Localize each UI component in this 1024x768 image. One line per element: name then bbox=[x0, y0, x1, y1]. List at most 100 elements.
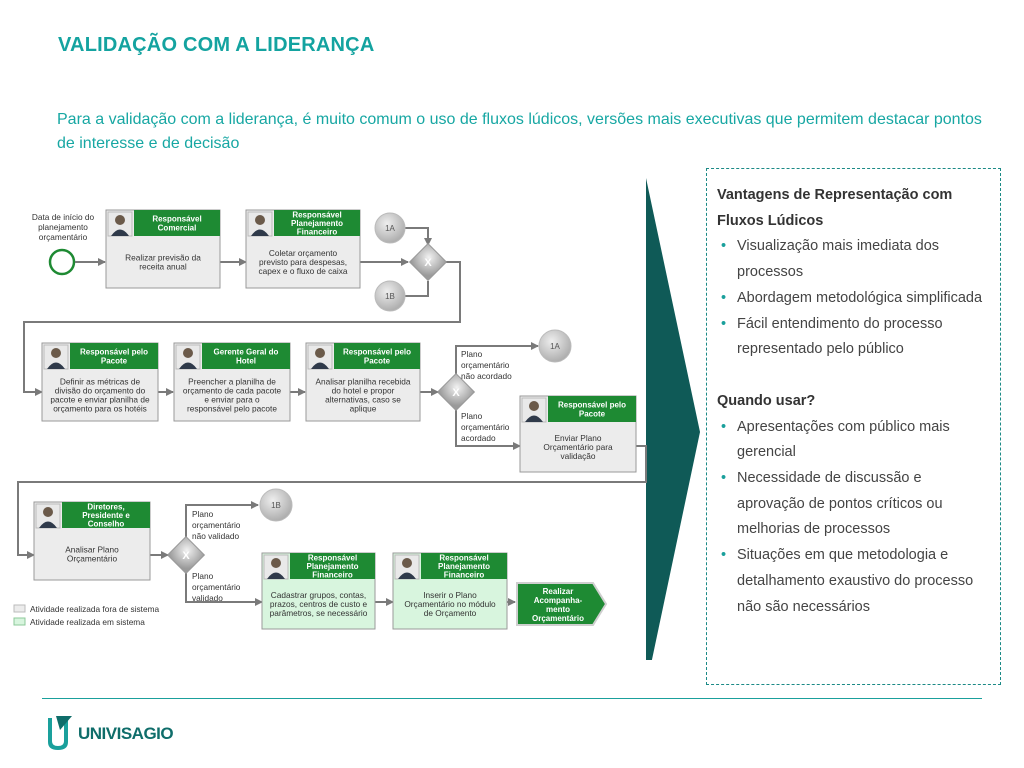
task-label: Cadastrar grupos, contas, bbox=[271, 590, 366, 600]
task-label: validação bbox=[560, 451, 595, 461]
person-icon bbox=[263, 554, 289, 580]
connector-1b-bottom: 1B bbox=[259, 488, 293, 522]
person-icon bbox=[43, 344, 69, 370]
svg-text:Orçamentário: Orçamentário bbox=[532, 614, 584, 623]
task-label: Realizar previsão da bbox=[125, 253, 201, 263]
branch-label-validated: Plano orçamentário validado bbox=[192, 571, 241, 603]
role-label: Diretores, bbox=[87, 502, 124, 511]
role-header bbox=[62, 502, 150, 528]
role-label: Planejamento bbox=[291, 219, 343, 228]
svg-text:orçamentário: orçamentário bbox=[192, 582, 241, 592]
role-header bbox=[134, 210, 220, 236]
task-label: Enviar Plano bbox=[554, 433, 601, 443]
role-label: Planejamento bbox=[306, 562, 358, 571]
task-label: prazos, centros de custo e bbox=[270, 599, 368, 609]
footer-divider bbox=[42, 698, 982, 699]
person-icon bbox=[35, 503, 61, 529]
role-label: Presidente e bbox=[82, 511, 130, 520]
process-flow-diagram: Data de início do planejamento orçamentá… bbox=[13, 178, 700, 660]
svg-text:Realizar: Realizar bbox=[543, 587, 574, 596]
task-label: receita anual bbox=[139, 262, 187, 272]
role-label: Responsável bbox=[152, 215, 201, 224]
advantages-title: Vantagens de Representação com Fluxos Lú… bbox=[717, 187, 953, 229]
svg-text:1B: 1B bbox=[271, 501, 281, 510]
task-label: Analisar planilha recebida bbox=[315, 377, 410, 387]
start-event[interactable] bbox=[48, 248, 76, 276]
svg-text:orçamentário: orçamentário bbox=[192, 520, 241, 530]
svg-text:Plano: Plano bbox=[192, 509, 214, 519]
task-label: responsável pelo pacote bbox=[187, 404, 277, 414]
legend: Atividade realizada fora de sistema Ativ… bbox=[13, 604, 160, 627]
task-label: orçamento para os hotéis bbox=[53, 404, 147, 414]
task-node-n8[interactable]: ResponsávelPlanejamentoFinanceiroCadastr… bbox=[261, 552, 376, 630]
task-label: parâmetros, se necessário bbox=[270, 608, 368, 618]
svg-text:X: X bbox=[452, 387, 460, 399]
role-label: Financeiro bbox=[312, 571, 353, 580]
svg-text:mento: mento bbox=[546, 605, 570, 614]
task-label: Inserir o Plano bbox=[423, 590, 477, 600]
person-icon bbox=[247, 211, 273, 237]
svg-text:validado: validado bbox=[192, 593, 223, 603]
connector-1a-mid: 1A bbox=[538, 329, 572, 363]
logo-text: UNIVISAGIO bbox=[78, 724, 174, 743]
list-item: Abordagem metodológica simplificada bbox=[717, 286, 990, 312]
svg-text:não acordado: não acordado bbox=[461, 371, 512, 381]
task-label: Orçamentário no módulo bbox=[404, 599, 496, 609]
svg-text:1B: 1B bbox=[385, 292, 395, 301]
person-icon bbox=[175, 344, 201, 370]
task-label: divisão do orçamento do bbox=[55, 386, 146, 396]
role-label: Planejamento bbox=[438, 562, 490, 571]
list-item: Apresentações com público mais gerencial bbox=[717, 415, 990, 466]
info-panel: Vantagens de Representação com Fluxos Lú… bbox=[706, 168, 1001, 685]
task-node-n2[interactable]: ResponsávelPlanejamentoFinanceiroColetar… bbox=[245, 209, 361, 289]
svg-text:Plano: Plano bbox=[461, 349, 483, 359]
svg-text:Plano: Plano bbox=[461, 411, 483, 421]
branch-label-not-validated: Plano orçamentário não validado bbox=[192, 509, 241, 541]
task-label: orçamento de cada pacote bbox=[183, 386, 282, 396]
legend-inside-label: Atividade realizada em sistema bbox=[30, 617, 145, 627]
end-node[interactable]: Realizar Acompanha- mento Orçamentário bbox=[516, 582, 608, 626]
chevron-divider bbox=[646, 178, 700, 660]
branch-label-not-agreed: Plano orçamentário não acordado bbox=[461, 349, 512, 381]
task-label: Orçamentário para bbox=[543, 442, 613, 452]
role-header bbox=[421, 553, 507, 579]
svg-text:orçamentário: orçamentário bbox=[461, 422, 510, 432]
role-label: Responsável bbox=[439, 553, 488, 562]
task-label: alternativas, caso se bbox=[325, 395, 401, 405]
task-label: Coletar orçamento bbox=[269, 248, 338, 258]
legend-outside-label: Atividade realizada fora de sistema bbox=[30, 604, 160, 614]
task-label: aplique bbox=[350, 404, 377, 414]
task-label: e enviar para o bbox=[204, 395, 260, 405]
task-label: capex e o fluxo de caixa bbox=[258, 266, 347, 276]
svg-text:X: X bbox=[182, 550, 190, 562]
svg-text:1A: 1A bbox=[385, 224, 395, 233]
svg-text:X: X bbox=[424, 257, 432, 269]
list-item: Fácil entendimento do processo represent… bbox=[717, 312, 990, 363]
task-label: do hotel e propor bbox=[332, 386, 395, 396]
role-label: Responsável pelo bbox=[558, 401, 626, 410]
page-subtitle: Para a validação com a liderança, é muit… bbox=[57, 111, 982, 152]
task-label: Analisar Plano bbox=[65, 545, 119, 555]
role-label: Pacote bbox=[364, 356, 391, 365]
role-label: Gerente Geral do bbox=[214, 348, 279, 357]
list-item: Visualização mais imediata dos processos bbox=[717, 234, 990, 285]
legend-swatch-inside bbox=[13, 617, 26, 626]
task-label: pacote e enviar planilha de bbox=[50, 395, 150, 405]
univisagio-logo bbox=[48, 716, 72, 750]
task-node-n9[interactable]: ResponsávelPlanejamentoFinanceiroInserir… bbox=[392, 552, 508, 630]
connector-1b-top: 1B bbox=[374, 280, 406, 312]
when-to-use-list: Apresentações com público mais gerencial… bbox=[717, 415, 990, 621]
gateway-2: X bbox=[436, 372, 476, 412]
role-label: Comercial bbox=[158, 223, 197, 232]
role-label: Hotel bbox=[236, 356, 256, 365]
role-label: Financeiro bbox=[297, 228, 338, 237]
task-label: previsto para despesas, bbox=[259, 257, 347, 267]
role-label: Pacote bbox=[579, 409, 606, 418]
list-item: Necessidade de discussão e aprovação de … bbox=[717, 466, 990, 543]
